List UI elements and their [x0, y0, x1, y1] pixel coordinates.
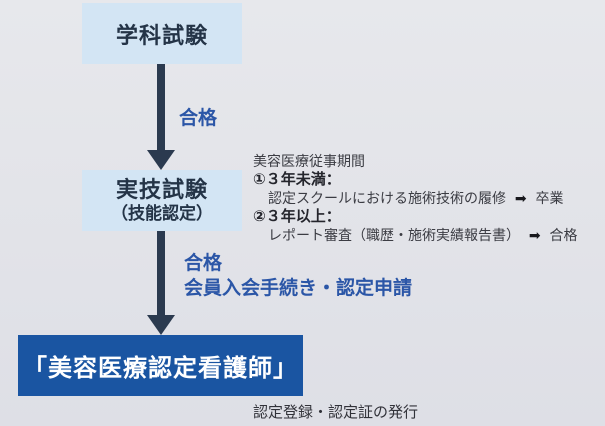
- condition-1-detail: 認定スクールにおける施術技術の履修: [268, 190, 506, 206]
- down-arrow-shaft-2: [157, 231, 165, 315]
- skill-certification-label: （技能認定）: [111, 204, 213, 223]
- pass-label-1: 合格: [179, 108, 218, 129]
- condition-2-detail-line: レポート審査（職歴・施術実績報告書） ➡ 合格: [253, 226, 578, 244]
- pass-label-2: 合格: [184, 253, 223, 274]
- pass-and-apply-label: 合格 会員入会手続き・認定申請: [184, 251, 412, 301]
- membership-application-label: 会員入会手続き・認定申請: [184, 278, 413, 299]
- condition-1-heading: ①３年未満：: [253, 171, 341, 188]
- practical-exam-label: 実技試験: [115, 177, 208, 202]
- practical-exam-box: 実技試験 （技能認定）: [82, 170, 242, 231]
- down-arrow-icon-1: [147, 150, 175, 170]
- work-period-title: 美容医療従事期間: [253, 153, 365, 169]
- certified-nurse-label: 「美容医療認定看護師」: [23, 355, 298, 382]
- down-arrow-icon-2: [147, 315, 175, 335]
- condition-2-detail: レポート審査（職歴・施術実績報告書）: [268, 227, 520, 243]
- right-arrow-icon-1: ➡: [514, 190, 527, 206]
- condition-1-result: 卒業: [535, 190, 564, 206]
- work-period-note: 美容医療従事期間 ①３年未満： 認定スクールにおける施術技術の履修 ➡ 卒業 ②…: [253, 152, 578, 244]
- written-exam-label: 学科試験: [115, 22, 208, 48]
- certified-nurse-box: 「美容医療認定看護師」: [18, 335, 303, 396]
- down-arrow-shaft-1: [157, 64, 165, 150]
- condition-2-result: 合格: [549, 227, 578, 243]
- condition-1-detail-line: 認定スクールにおける施術技術の履修 ➡ 卒業: [253, 189, 578, 207]
- condition-2-heading: ②３年以上：: [253, 208, 341, 225]
- written-exam-box: 学科試験: [82, 3, 242, 64]
- right-arrow-icon-2: ➡: [528, 227, 541, 243]
- registration-footnote: 認定登録・認定証の発行: [253, 404, 419, 421]
